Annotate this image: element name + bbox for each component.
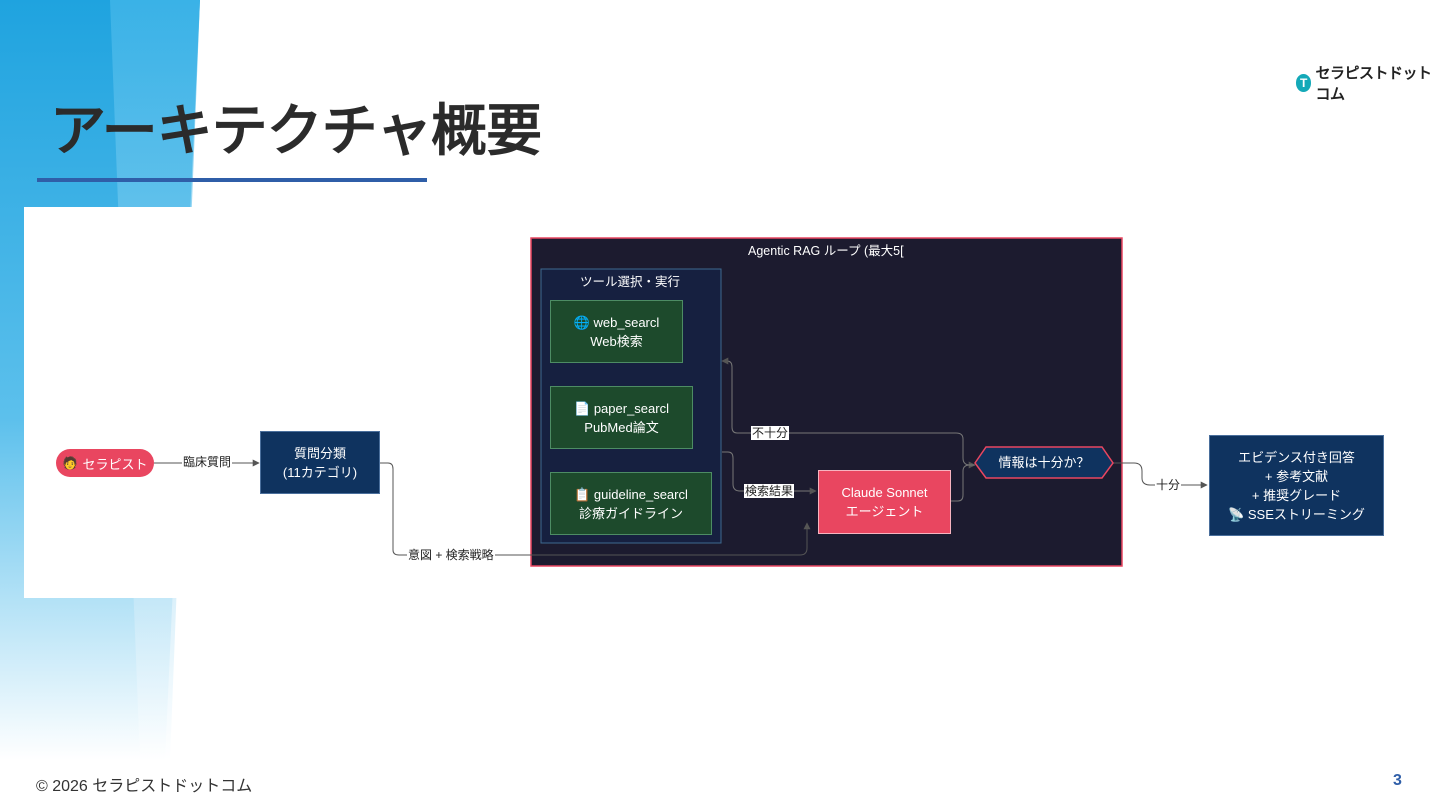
page-title: アーキテクチャ概要 <box>50 99 542 164</box>
question-classify-node: 質問分類 (11カテゴリ) <box>260 431 380 494</box>
paper-search-tool-node: 📄 paper_searcl PubMed論文 <box>550 386 693 449</box>
answer-line4: SSEストリーミング <box>1247 506 1365 522</box>
architecture-diagram: Agentic RAG ループ (最大5[ ツール選択・実行 🧑 セラピスト 質… <box>24 207 1440 598</box>
edge-label-insufficient: 不十分 <box>751 426 790 440</box>
paper-search-desc: PubMed論文 <box>584 419 659 435</box>
therapist-icon: 🧑 <box>62 456 78 470</box>
paper-search-name: paper_searcl <box>593 400 669 416</box>
claude-agent-node: Claude Sonnet エージェント <box>818 470 951 534</box>
answer-line3: + 推奨グレード <box>1251 487 1342 503</box>
globe-icon: 🌐 <box>573 314 590 330</box>
edge-intent-strategy <box>380 462 811 556</box>
logo-text: セラピストドットコム <box>1315 65 1432 103</box>
title-underline <box>37 178 427 182</box>
clipboard-icon: 📋 <box>574 486 591 502</box>
edge-insufficient <box>721 357 975 466</box>
guideline-search-tool-node: 📋 guideline_searcl 診療ガイドライン <box>550 472 712 535</box>
edge-label-search-results: 検索結果 <box>744 484 795 498</box>
answer-line1: エビデンス付き回答 <box>1238 449 1355 465</box>
therapist-label: セラピスト <box>82 456 148 472</box>
edge-search-results <box>722 451 817 495</box>
page-number: 3 <box>1393 772 1402 789</box>
edge-agent-decision <box>951 461 976 502</box>
brand-logo: T セラピストドットコム <box>1296 62 1440 104</box>
evidence-answer-node: エビデンス付き回答 + 参考文献 + 推奨グレード 📡 SSEストリーミング <box>1209 435 1384 536</box>
rag-loop-frame-title: Agentic RAG ループ (最大5[ <box>748 244 904 258</box>
decision-node-shape <box>974 446 1114 479</box>
edge-sufficient <box>1113 462 1208 489</box>
answer-line2: + 参考文献 <box>1264 468 1329 484</box>
edge-label-clinical-question: 臨床質問 <box>182 455 233 469</box>
guideline-search-name: guideline_searcl <box>593 486 688 502</box>
guideline-search-desc: 診療ガイドライン <box>578 505 683 521</box>
sufficiency-decision-node: 情報は十分か？ <box>975 447 1113 478</box>
agent-line2: エージェント <box>845 504 924 519</box>
agent-line1: Claude Sonnet <box>841 485 928 500</box>
web-search-name: web_searcl <box>593 314 660 330</box>
footer-copyright: © 2026 セラピストドットコム <box>36 778 253 795</box>
web-search-tool-node: 🌐 web_searcl Web検索 <box>550 300 683 363</box>
diagram-connectors <box>154 237 1208 567</box>
edge-label-intent-strategy: 意図 + 検索戦略 <box>407 548 495 562</box>
logo-mark-icon: T <box>1296 74 1312 92</box>
web-search-desc: Web検索 <box>590 333 643 349</box>
tools-frame-title: ツール選択・実行 <box>580 275 681 289</box>
document-icon: 📄 <box>574 400 591 416</box>
edge-label-sufficient: 十分 <box>1155 478 1182 492</box>
therapist-node: 🧑 セラピスト <box>56 449 154 477</box>
classify-line2: (11カテゴリ) <box>282 464 358 480</box>
classify-line1: 質問分類 <box>293 445 346 461</box>
decision-label: 情報は十分か？ <box>998 455 1090 470</box>
satellite-antenna-icon: 📡 <box>1228 506 1245 522</box>
